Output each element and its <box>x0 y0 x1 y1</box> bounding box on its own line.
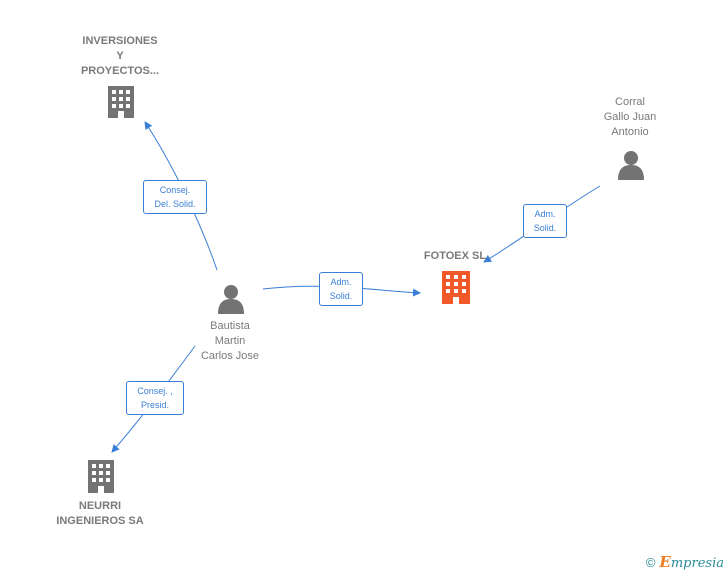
label-line: Carlos Jose <box>200 350 260 362</box>
building-icon[interactable] <box>88 460 114 493</box>
brand-logo: Empresia <box>659 553 724 571</box>
copyright-icon: © <box>645 555 656 570</box>
edge-label-adm-solid-bautista: Adm. Solid. <box>319 272 363 306</box>
label-line: FOTOEX SL <box>423 250 487 262</box>
building-icon[interactable] <box>108 86 134 118</box>
brand-initial: E <box>659 553 671 571</box>
node-label-bautista[interactable]: Bautista Martin Carlos Jose <box>180 319 280 364</box>
person-icon[interactable] <box>618 151 644 180</box>
label-line: Gallo Juan <box>603 111 657 123</box>
edge-label-consej-presid: Consej. , Presid. <box>126 381 184 415</box>
brand-footer: ©Empresia <box>646 553 724 571</box>
label-line: Martin <box>214 335 246 347</box>
label-line: Antonio <box>611 126 649 138</box>
label-line: Bautista <box>210 320 250 332</box>
node-label-corral[interactable]: Corral Gallo Juan Antonio <box>580 95 680 140</box>
node-label-fotoex[interactable]: FOTOEX SL <box>405 249 505 264</box>
brand-name: mpresia <box>670 556 724 571</box>
label-line: NEURRI <box>78 500 122 512</box>
label-line: INGENIEROS SA <box>56 515 144 527</box>
edge-label-consej-del-solid: Consej. Del. Solid. <box>143 180 207 214</box>
label-line: INVERSIONES <box>82 35 158 47</box>
node-label-inversiones[interactable]: INVERSIONES Y PROYECTOS... <box>60 34 180 79</box>
edge-label-adm-solid-corral: Adm. Solid. <box>523 204 567 238</box>
person-icon[interactable] <box>218 285 244 314</box>
node-label-neurri[interactable]: NEURRI INGENIEROS SA <box>40 499 160 529</box>
label-line: PROYECTOS... <box>80 65 160 77</box>
main-company-building-icon[interactable] <box>442 271 470 304</box>
label-line: Corral <box>615 96 645 108</box>
label-line: Y <box>116 50 124 62</box>
